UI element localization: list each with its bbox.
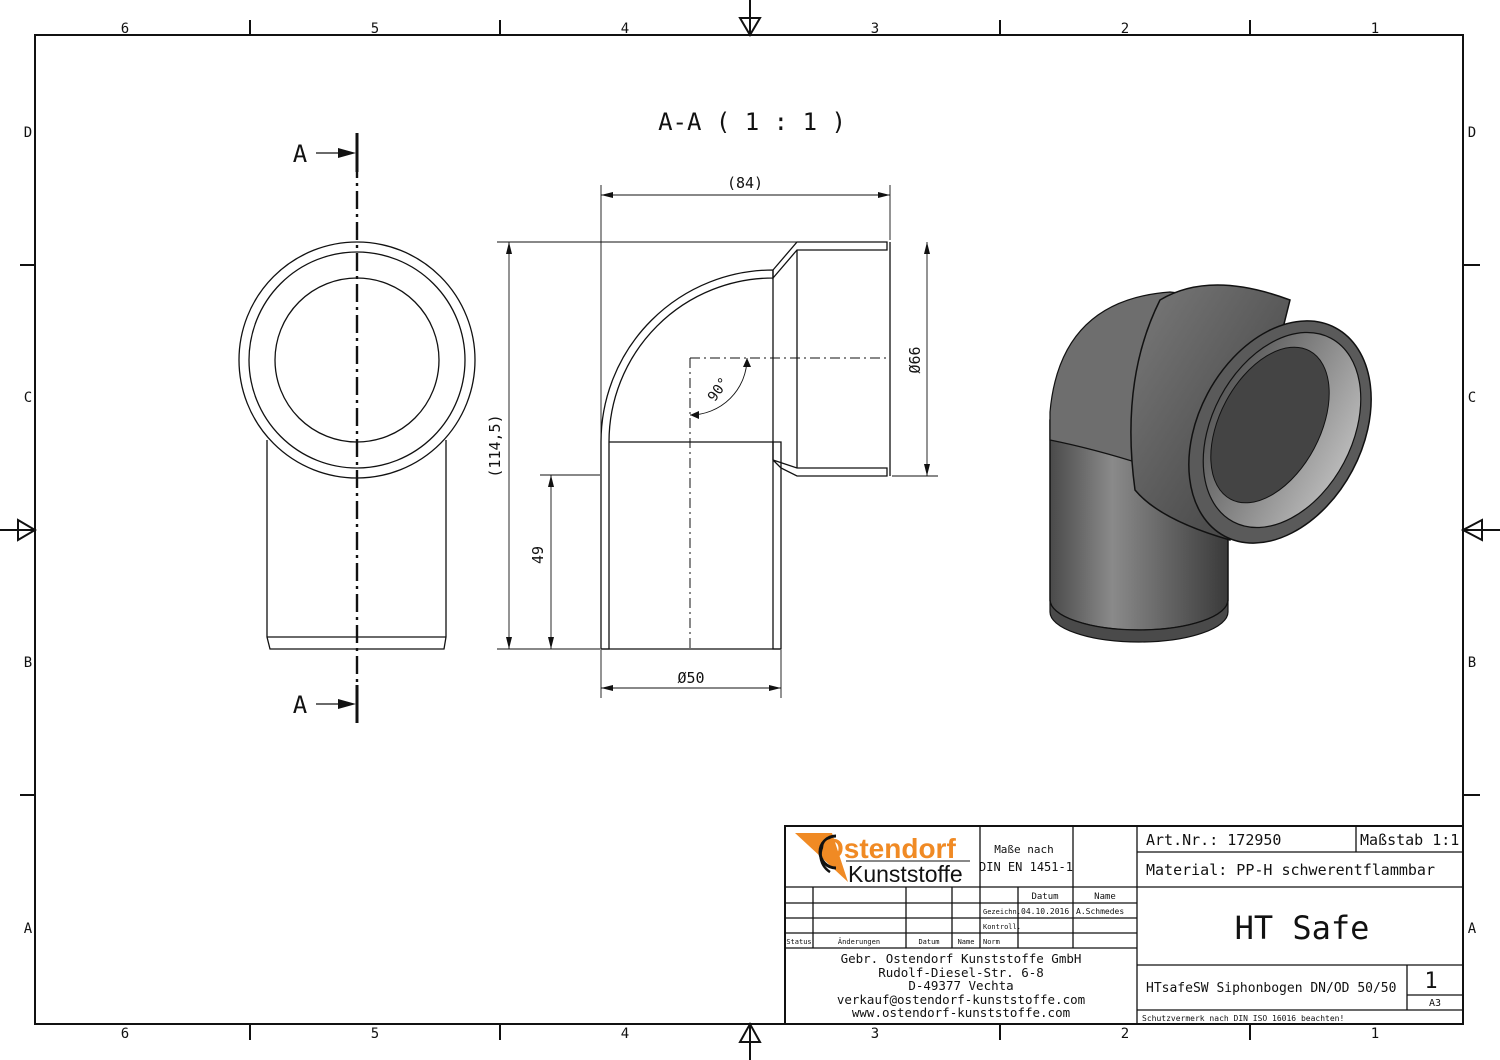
isometric-view [1049,284,1372,643]
copyright-notice: Schutzvermerk nach DIN ISO 16016 beachte… [1142,1014,1344,1023]
zone-label: 3 [871,21,879,37]
zone-label: C [24,390,32,406]
row-norm-label: Norm [983,938,1000,946]
zone-label: D [1468,125,1476,141]
zone-label: 2 [1121,1026,1129,1042]
zone-label: 4 [621,21,629,37]
zone-label: 4 [621,1026,629,1042]
zone-label: 6 [121,1026,129,1042]
article-number: Art.Nr.: 172950 [1146,831,1281,849]
row-drawn-label: Gezeichn. [983,908,1021,916]
zone-label: 3 [871,1026,879,1042]
email-link: verkauf@ostendorf-kunststoffe.com [837,992,1085,1007]
header-datum: Datum [1031,892,1058,902]
product-description: HTsafeSW Siphonbogen DN/OD 50/50 [1146,981,1396,996]
socket-diameter-dimension: Ø66 [906,346,924,373]
zone-label: B [24,655,32,671]
rev-name-header: Name [958,938,975,946]
company-logo: Ostendorf Kunststoffe [795,833,970,887]
scale: Maßstab 1:1 [1360,831,1459,849]
length-dimension: (84) [727,174,763,192]
zone-label: 1 [1371,1026,1379,1042]
standard-value: DIN EN 1451-1 [979,860,1073,874]
material: Material: PP-H schwerentflammbar [1146,861,1435,879]
section-title: A-A ( 1 : 1 ) [658,108,846,136]
zone-label: 2 [1121,21,1129,37]
zone-label: A [1468,921,1477,937]
address-line: D-49377 Vechta [908,978,1013,993]
height-dimension: (114,5) [486,414,504,477]
website-link: www.ostendorf-kunststoffe.com [852,1005,1070,1020]
section-marker-top: A [293,140,308,168]
logo-wordmark-top: Ostendorf [822,833,956,864]
sheet-number: 1 [1424,969,1437,994]
standard-label: Maße nach [994,843,1054,856]
spigot-length-dimension: 49 [529,546,547,564]
address-line: Rudolf-Diesel-Str. 6-8 [878,965,1044,980]
zone-label: B [1468,655,1476,671]
address-line: Gebr. Ostendorf Kunststoffe GmbH [841,951,1082,966]
rev-status-header: Status [786,938,811,946]
zone-label: 5 [371,1026,379,1042]
section-view: A-A ( 1 : 1 ) 90° [486,108,938,698]
header-name: Name [1094,892,1116,902]
drawn-name: A.Schmedes [1076,907,1124,916]
rev-changes-header: Änderungen [838,937,880,946]
end-view: A A [238,133,476,723]
zone-label: A [24,921,33,937]
rev-date-header: Datum [918,938,939,946]
drawn-date: 04.10.2016 [1021,907,1069,916]
title-block: Ostendorf Kunststoffe Maße nach DIN EN 1… [784,825,1464,1025]
logo-wordmark-bottom: Kunststoffe [848,861,963,887]
spigot-diameter-dimension: Ø50 [677,669,704,687]
row-checked-label: Kontroll. [983,923,1021,931]
section-marker-bottom: A [293,691,308,719]
zone-label: 5 [371,21,379,37]
zone-label: D [24,125,32,141]
paper-format: A3 [1429,998,1441,1009]
zone-label: 1 [1371,21,1379,37]
zone-label: C [1468,390,1476,406]
zone-label: 6 [121,21,129,37]
product-name: HT Safe [1235,909,1370,947]
